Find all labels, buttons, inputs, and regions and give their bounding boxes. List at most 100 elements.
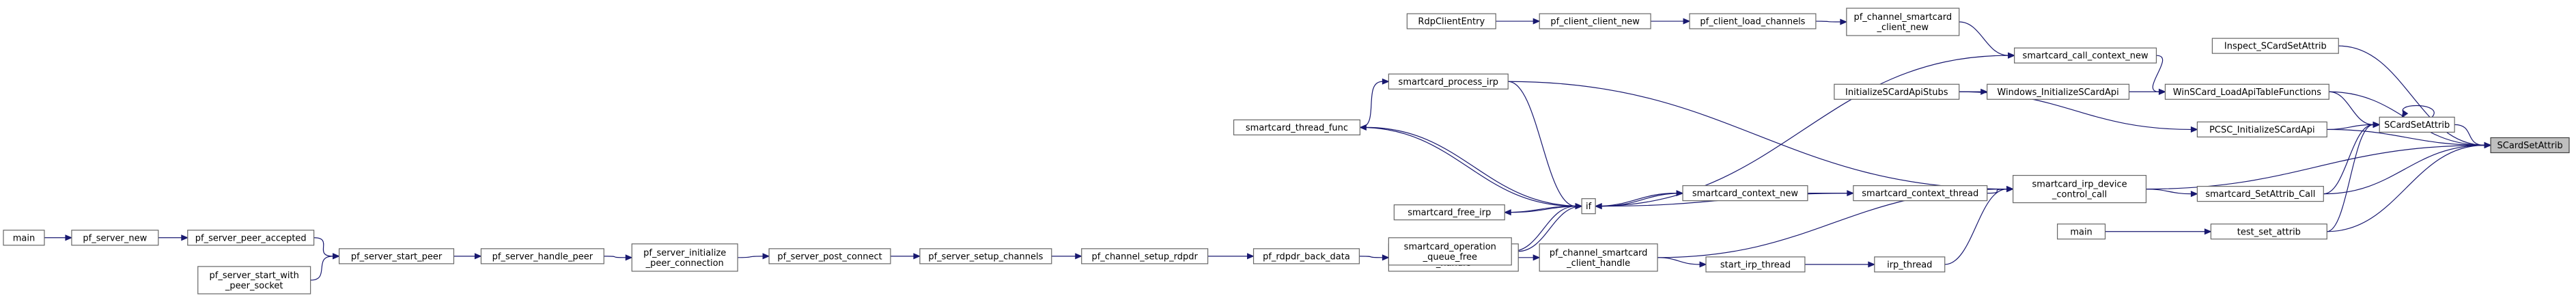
node-label: irp_thread <box>1887 260 1932 270</box>
graph-node[interactable]: test_set_attrib <box>2210 224 2327 240</box>
graph-node[interactable]: smartcard_free_irp <box>1393 204 1505 221</box>
graph-node[interactable]: pf_server_peer_accepted <box>187 230 315 246</box>
graph-edge <box>1503 206 1582 216</box>
graph-edge <box>1360 78 1390 128</box>
graph-node[interactable]: smartcard_operation_queue_free <box>1388 237 1512 266</box>
graph-edge <box>604 254 633 261</box>
graph-edge <box>2329 91 2381 128</box>
graph-node[interactable]: smartcard_call_context_new <box>2014 47 2157 64</box>
edge-arrowhead <box>2372 121 2381 128</box>
graph-edge <box>1595 190 1684 207</box>
edge-line <box>1359 256 1383 258</box>
node-label: pf_server_setup_channels <box>928 252 1043 262</box>
graph-node[interactable]: WinSCard_LoadApiTableFunctions <box>2164 83 2329 100</box>
graph-node[interactable]: pf_channel_smartcard_client_handle <box>1539 243 1658 272</box>
graph-node[interactable]: pf_client_load_channels <box>1689 13 1817 29</box>
edge-line <box>2327 124 2374 131</box>
graph-node[interactable]: Windows_InitializeSCardApi <box>1987 83 2130 100</box>
graph-edge <box>2323 121 2381 195</box>
graph-node[interactable]: start_irp_thread <box>1705 256 1806 273</box>
graph-edge <box>1815 18 1848 25</box>
node-label: smartcard_call_context_new <box>2023 51 2148 62</box>
node-box <box>631 243 738 272</box>
graph-node[interactable]: pf_rdpdr_back_data <box>1252 248 1360 265</box>
graph-node[interactable]: PCSC_InitializeSCardApi <box>2196 121 2327 138</box>
node-box <box>2164 83 2329 100</box>
graph-edge <box>453 253 482 260</box>
graph-node[interactable]: smartcard_irp_device_control_call <box>2013 174 2147 204</box>
nodes-layer: SCardSetAttrib Inspect_SCardSetAttribSCar… <box>3 8 2570 295</box>
edge-arrowhead <box>1382 78 1390 85</box>
node-label: smartcard_SetAttrib_Call <box>2205 189 2315 200</box>
graph-edge <box>2401 105 2435 118</box>
node-box <box>2196 121 2327 138</box>
edge-arrowhead <box>474 253 482 260</box>
edge-line <box>2454 124 2485 146</box>
graph-node[interactable]: pf_server_start_with_peer_socket <box>197 266 311 295</box>
edge-arrowhead <box>1676 190 1684 197</box>
graph-edge <box>310 253 340 281</box>
graph-node[interactable]: smartcard_process_irp <box>1388 73 1509 90</box>
node-label: main <box>2070 227 2092 237</box>
graph-node[interactable]: SCardSetAttrib <box>2379 116 2455 133</box>
graph-edge <box>2327 121 2381 232</box>
edge-line <box>1511 206 1582 213</box>
edge-arrowhead <box>2158 88 2166 95</box>
edge-line <box>1360 126 1576 207</box>
graph-node[interactable]: pf_server_handle_peer <box>480 248 604 265</box>
node-label: start_irp_thread <box>1720 260 1791 270</box>
graph-node[interactable]: if <box>1581 198 1596 215</box>
node-box <box>2056 224 2106 240</box>
node-label: _control_call <box>2052 190 2107 200</box>
graph-node[interactable]: pf_server_new <box>71 230 159 246</box>
node-label: pf_channel_setup_rdpdr <box>1091 252 1198 262</box>
node-box <box>197 266 311 295</box>
node-label: WinSCard_LoadApiTableFunctions <box>2173 87 2321 98</box>
graph-node[interactable]: pf_channel_setup_rdpdr <box>1081 248 1209 265</box>
graph-node[interactable]: smartcard_context_thread <box>1853 185 1988 202</box>
graph-edge <box>1959 21 2015 59</box>
graph-node[interactable]: pf_channel_smartcard_client_new <box>1846 8 1960 36</box>
graph-node[interactable]: main <box>3 230 45 246</box>
edge-arrowhead <box>333 253 340 260</box>
graph-node[interactable]: smartcard_SetAttrib_Call <box>2196 186 2324 202</box>
graph-node[interactable]: smartcard_context_new <box>1682 185 1808 202</box>
node-box <box>2210 224 2327 240</box>
graph-node[interactable]: pf_client_client_new <box>1539 13 1651 29</box>
graph-node[interactable]: SCardSetAttrib <box>2490 137 2570 154</box>
edge-arrowhead <box>2204 228 2212 235</box>
edge-line <box>1815 21 1840 23</box>
node-label: main <box>13 233 35 243</box>
node-label: Windows_InitializeSCardApi <box>1997 87 2118 98</box>
graph-node[interactable]: main <box>2056 224 2106 240</box>
node-box <box>1388 73 1509 90</box>
edge-line <box>2329 91 2374 125</box>
node-box <box>1539 243 1658 272</box>
graph-node[interactable]: irp_thread <box>1874 256 1946 273</box>
graph-node[interactable]: InitializeSCardApiStubs <box>1834 83 1960 100</box>
graph-node[interactable]: smartcard_thread_func <box>1233 119 1361 136</box>
edge-arrowhead <box>2190 191 2198 198</box>
graph-node[interactable]: pf_server_post_connect <box>768 248 891 265</box>
graph-node[interactable]: pf_server_start_peer <box>339 248 455 265</box>
node-box <box>480 248 604 265</box>
edge-arrowhead <box>625 254 633 261</box>
node-label: test_set_attrib <box>2237 227 2301 237</box>
node-box <box>1853 185 1988 202</box>
graph-node[interactable]: Inspect_SCardSetAttrib <box>2211 38 2339 54</box>
node-label: _peer_socket <box>225 281 283 291</box>
node-box <box>2196 186 2324 202</box>
graph-edge <box>158 234 189 241</box>
node-label: Inspect_SCardSetAttrib <box>2224 42 2327 52</box>
graph-edge <box>1804 261 1876 268</box>
node-label: smartcard_context_new <box>1692 189 1799 199</box>
graph-node[interactable]: pf_server_setup_channels <box>919 248 1052 265</box>
graph-node[interactable]: pf_server_initialize_peer_connection <box>631 243 738 272</box>
node-label: if <box>1586 202 1592 212</box>
graph-node[interactable]: RdpClientEntry <box>1406 13 1496 29</box>
edge-arrowhead <box>1532 18 1541 25</box>
node-label: pf_server_post_connect <box>777 252 882 262</box>
node-label: RdpClientEntry <box>1418 17 1485 27</box>
edge-line <box>2323 144 2485 195</box>
